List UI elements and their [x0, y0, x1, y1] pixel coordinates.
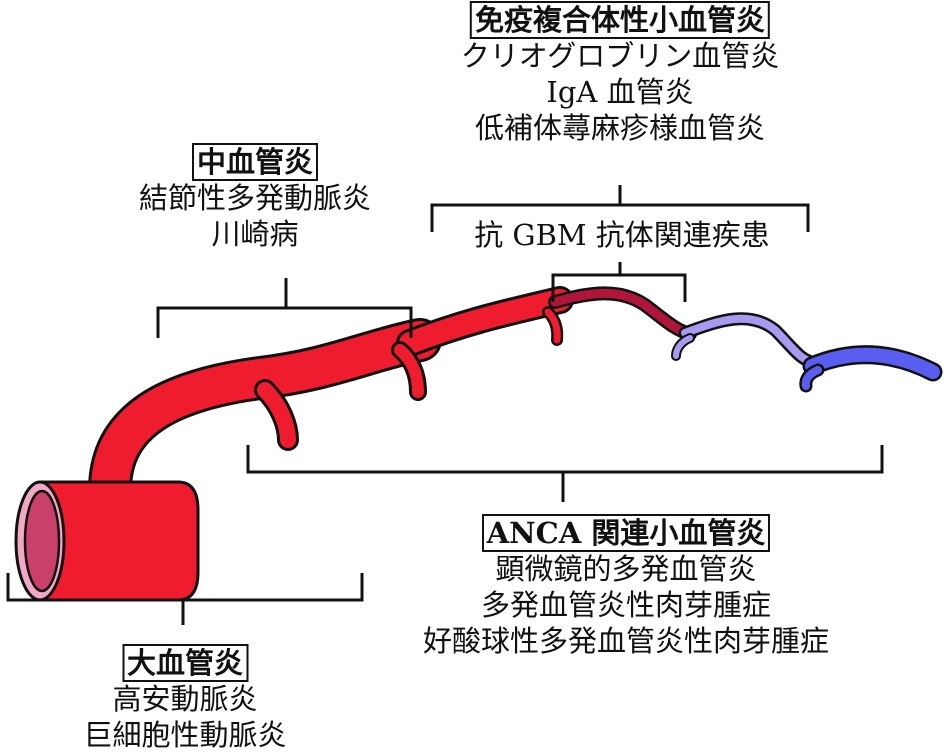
disease-item: 低補体蕁麻疹様血管炎 — [474, 111, 766, 145]
anti-gbm-label: 抗 GBM 抗体関連疾患 — [474, 218, 770, 252]
aorta-cylinder — [14, 480, 200, 602]
anca-heading: ANCA 関連小血管炎 — [481, 514, 771, 552]
disease-item: 高安動脈炎 — [112, 682, 258, 716]
anti-gbm-bracket — [551, 262, 687, 302]
immune-complex-group: 免疫複合体性小血管炎 クリオグロブリン血管炎 IgA 血管炎 低補体蕁麻疹様血管… — [460, 1, 780, 146]
disease-item: 川崎病 — [211, 217, 299, 251]
disease-item: 多発血管炎性肉芽腫症 — [480, 588, 772, 622]
medium-vessel-bracket — [156, 278, 413, 338]
disease-item: IgA 血管炎 — [546, 75, 694, 109]
disease-item: 顕微鏡的多発血管炎 — [495, 552, 757, 586]
venule — [799, 345, 943, 393]
arteriole — [542, 286, 697, 346]
large-vessel-bracket — [6, 573, 364, 625]
artery-trunk — [88, 286, 574, 512]
disease-item: 巨細胞性動脈炎 — [83, 718, 287, 752]
disease-item: クリオグロブリン血管炎 — [460, 39, 780, 73]
anca-group: ANCA 関連小血管炎 顕微鏡的多発血管炎 多発血管炎性肉芽腫症 好酸球性多発血… — [422, 514, 830, 659]
medium-vessel-group: 中血管炎 結節性多発動脈炎 川崎病 — [138, 143, 372, 252]
large-vessel-group: 大血管炎 高安動脈炎 巨細胞性動脈炎 — [83, 644, 287, 753]
disease-item: 好酸球性多発血管炎性肉芽腫症 — [422, 624, 830, 658]
disease-item: 結節性多発動脈炎 — [138, 181, 372, 215]
immune-complex-bracket — [430, 185, 810, 232]
large-vessel-heading: 大血管炎 — [121, 644, 249, 682]
immune-complex-heading: 免疫複合体性小血管炎 — [469, 1, 771, 39]
medium-vessel-heading: 中血管炎 — [191, 143, 319, 181]
anca-bracket — [246, 445, 884, 502]
capillary — [671, 312, 822, 370]
